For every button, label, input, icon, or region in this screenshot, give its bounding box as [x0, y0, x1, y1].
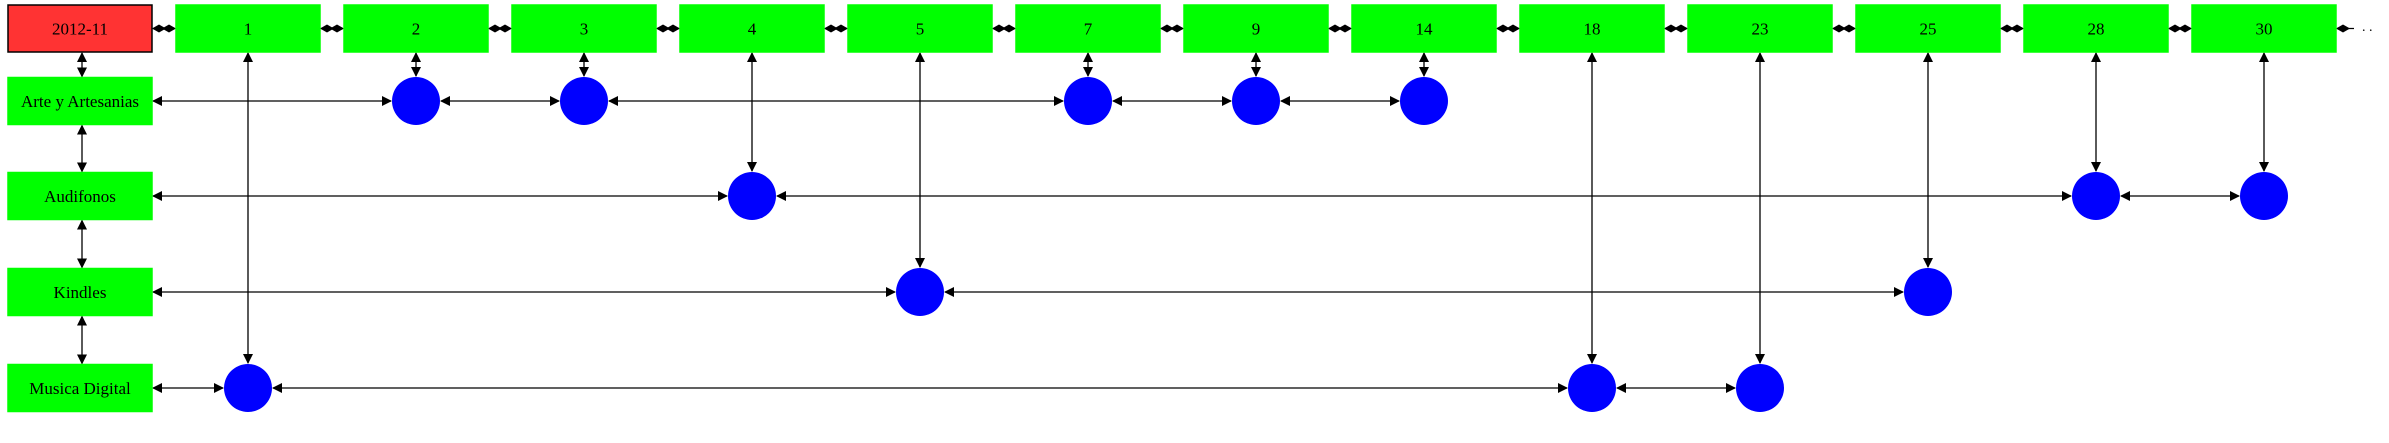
event-node-arte-y-artesanias-7 — [1064, 77, 1112, 125]
day-node-5-label: 5 — [916, 20, 925, 39]
edges-layer — [77, 24, 2354, 393]
event-node-musica-digital-18 — [1568, 364, 1616, 412]
category-node-musica-digital: Musica Digital — [7, 363, 153, 413]
day-node-2: 2 — [343, 4, 489, 53]
day-node-5-box — [847, 4, 993, 53]
day-node-7: 7 — [1015, 4, 1161, 53]
day-node-18: 18 — [1519, 4, 1665, 53]
day-node-5: 5 — [847, 4, 993, 53]
day-node-23-label: 23 — [1752, 20, 1769, 39]
day-node-9-box — [1183, 4, 1329, 53]
day-node-2-box — [343, 4, 489, 53]
day-node-1-label: 1 — [244, 20, 253, 39]
category-node-musica-digital-box — [7, 363, 153, 413]
category-node-audifonos: Audifonos — [7, 171, 153, 221]
category-node-audifonos-label: Audifonos — [44, 187, 116, 206]
category-node-kindles-label: Kindles — [54, 283, 107, 302]
event-node-audifonos-4 — [728, 172, 776, 220]
month-node-label: 2012-11 — [52, 20, 108, 39]
day-node-7-label: 7 — [1084, 20, 1093, 39]
day-node-9-label: 9 — [1252, 20, 1261, 39]
continuation-dots: . . — [2362, 20, 2373, 35]
category-node-musica-digital-label: Musica Digital — [29, 379, 131, 398]
day-node-30: 30 — [2191, 4, 2337, 53]
day-node-14: 14 — [1351, 4, 1497, 53]
day-node-4-box — [679, 4, 825, 53]
event-node-audifonos-30 — [2240, 172, 2288, 220]
event-node-kindles-25 — [1904, 268, 1952, 316]
day-node-3-label: 3 — [580, 20, 589, 39]
day-node-28: 28 — [2023, 4, 2169, 53]
day-node-23-box — [1687, 4, 1833, 53]
event-node-arte-y-artesanias-3 — [560, 77, 608, 125]
day-node-28-label: 28 — [2088, 20, 2105, 39]
day-node-7-box — [1015, 4, 1161, 53]
event-node-arte-y-artesanias-14 — [1400, 77, 1448, 125]
day-node-18-box — [1519, 4, 1665, 53]
day-node-18-label: 18 — [1584, 20, 1601, 39]
category-node-audifonos-box — [7, 171, 153, 221]
month-node-box — [7, 4, 153, 53]
category-node-arte-y-artesanias-box — [7, 76, 153, 126]
day-node-1-box — [175, 4, 321, 53]
event-node-audifonos-28 — [2072, 172, 2120, 220]
day-node-30-label: 30 — [2256, 20, 2273, 39]
day-node-4: 4 — [679, 4, 825, 53]
day-node-4-label: 4 — [748, 20, 757, 39]
day-node-14-box — [1351, 4, 1497, 53]
event-node-musica-digital-23 — [1736, 364, 1784, 412]
day-node-14-label: 14 — [1416, 20, 1434, 39]
day-node-23: 23 — [1687, 4, 1833, 53]
category-node-kindles-box — [7, 267, 153, 317]
day-node-28-box — [2023, 4, 2169, 53]
category-node-arte-y-artesanias-label: Arte y Artesanias — [21, 92, 139, 111]
event-node-musica-digital-1 — [224, 364, 272, 412]
day-node-25: 25 — [1855, 4, 2001, 53]
day-node-25-label: 25 — [1920, 20, 1937, 39]
day-node-2-label: 2 — [412, 20, 421, 39]
category-node-kindles: Kindles — [7, 267, 153, 317]
day-node-3-box — [511, 4, 657, 53]
category-node-arte-y-artesanias: Arte y Artesanias — [7, 76, 153, 126]
day-node-1: 1 — [175, 4, 321, 53]
day-node-3: 3 — [511, 4, 657, 53]
event-node-arte-y-artesanias-2 — [392, 77, 440, 125]
event-node-arte-y-artesanias-9 — [1232, 77, 1280, 125]
day-node-25-box — [1855, 4, 2001, 53]
day-node-30-box — [2191, 4, 2337, 53]
day-node-9: 9 — [1183, 4, 1329, 53]
month-node: 2012-11 — [7, 4, 153, 53]
event-node-kindles-5 — [896, 268, 944, 316]
